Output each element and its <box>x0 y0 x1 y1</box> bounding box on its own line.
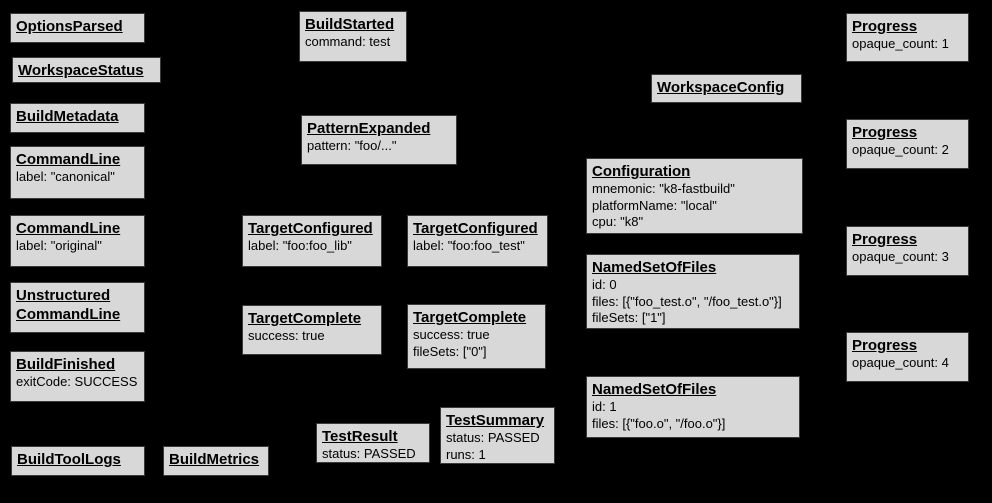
node-body: command: test <box>305 34 391 49</box>
node-title: NamedSetOfFiles <box>592 381 717 398</box>
node-title: BuildMetrics <box>169 451 260 468</box>
node-body: opaque_count: 3 <box>852 249 949 264</box>
node-buildmetadata: BuildMetadata <box>10 103 145 133</box>
node-namedsetoffiles-0: NamedSetOfFiles id: 0 files: [{"foo_test… <box>586 254 800 329</box>
node-buildfinished: BuildFinished exitCode: SUCCESS <box>10 351 145 402</box>
node-progress-4: Progress opaque_count: 4 <box>846 332 969 382</box>
node-body: label: "original" <box>16 238 102 253</box>
node-title: OptionsParsed <box>16 18 123 35</box>
node-body: label: "canonical" <box>16 169 115 184</box>
node-patternexpanded: PatternExpanded pattern: "foo/..." <box>301 115 457 165</box>
node-buildmetrics: BuildMetrics <box>163 446 269 476</box>
node-title: Configuration <box>592 163 691 180</box>
node-title: BuildToolLogs <box>17 451 121 468</box>
node-workspaceconfig: WorkspaceConfig <box>651 74 802 103</box>
node-body: label: "foo:foo_test" <box>413 238 525 253</box>
node-configuration: Configuration mnemonic: "k8-fastbuild" p… <box>586 158 803 234</box>
node-body: pattern: "foo/..." <box>307 138 397 153</box>
node-body: success: true <box>248 328 325 343</box>
node-namedsetoffiles-1: NamedSetOfFiles id: 1 files: [{"foo.o", … <box>586 376 800 438</box>
node-body: id: 1 files: [{"foo.o", "/foo.o"}] <box>592 399 726 431</box>
node-title: BuildStarted <box>305 16 395 33</box>
node-targetconfigured-foo-lib: TargetConfigured label: "foo:foo_lib" <box>242 215 382 267</box>
node-body: id: 0 files: [{"foo_test.o", "/foo_test.… <box>592 277 782 325</box>
node-title: TestResult <box>322 428 398 445</box>
node-title: BuildMetadata <box>16 108 119 125</box>
node-title: TargetComplete <box>413 309 527 326</box>
node-body: success: true fileSets: ["0"] <box>413 327 490 359</box>
node-title: TargetComplete <box>248 310 362 327</box>
node-title: TargetConfigured <box>248 220 373 237</box>
node-buildtoollogs: BuildToolLogs <box>11 446 145 476</box>
node-title: WorkspaceConfig <box>657 79 785 96</box>
node-title: Progress <box>852 337 918 354</box>
node-optionsparsed: OptionsParsed <box>10 13 145 43</box>
node-targetcomplete-foo-lib: TargetComplete success: true <box>242 305 382 355</box>
node-workspacestatus: WorkspaceStatus <box>12 57 161 83</box>
node-title: TargetConfigured <box>413 220 538 237</box>
node-title: NamedSetOfFiles <box>592 259 717 276</box>
node-body: opaque_count: 4 <box>852 355 949 370</box>
node-body: mnemonic: "k8-fastbuild" platformName: "… <box>592 181 735 229</box>
node-title: TestSummary <box>446 412 545 429</box>
node-progress-1: Progress opaque_count: 1 <box>846 13 969 62</box>
node-title: BuildFinished <box>16 356 116 373</box>
node-title: CommandLine <box>16 151 121 168</box>
node-targetconfigured-foo-test: TargetConfigured label: "foo:foo_test" <box>407 215 548 267</box>
node-body: exitCode: SUCCESS <box>16 374 138 389</box>
node-progress-2: Progress opaque_count: 2 <box>846 119 969 169</box>
node-title: PatternExpanded <box>307 120 431 137</box>
node-targetcomplete-foo-test: TargetComplete success: true fileSets: [… <box>407 304 546 369</box>
node-testresult: TestResult status: PASSED <box>316 423 430 463</box>
node-buildstarted: BuildStarted command: test <box>299 11 407 62</box>
node-testsummary: TestSummary status: PASSED runs: 1 <box>440 407 555 464</box>
node-progress-3: Progress opaque_count: 3 <box>846 226 969 276</box>
node-commandline-original: CommandLine label: "original" <box>10 215 145 267</box>
node-title: Unstructured CommandLine <box>16 287 121 323</box>
node-commandline-canonical: CommandLine label: "canonical" <box>10 146 145 199</box>
node-title: CommandLine <box>16 220 121 237</box>
node-title: Progress <box>852 124 918 141</box>
node-body: status: PASSED runs: 1 <box>446 430 540 462</box>
node-title: WorkspaceStatus <box>18 62 144 79</box>
node-title: Progress <box>852 231 918 248</box>
node-body: label: "foo:foo_lib" <box>248 238 352 253</box>
node-body: status: PASSED <box>322 446 416 461</box>
node-title: Progress <box>852 18 918 35</box>
node-unstructuredcommandline: Unstructured CommandLine <box>10 282 145 333</box>
node-body: opaque_count: 1 <box>852 36 949 51</box>
node-body: opaque_count: 2 <box>852 142 949 157</box>
